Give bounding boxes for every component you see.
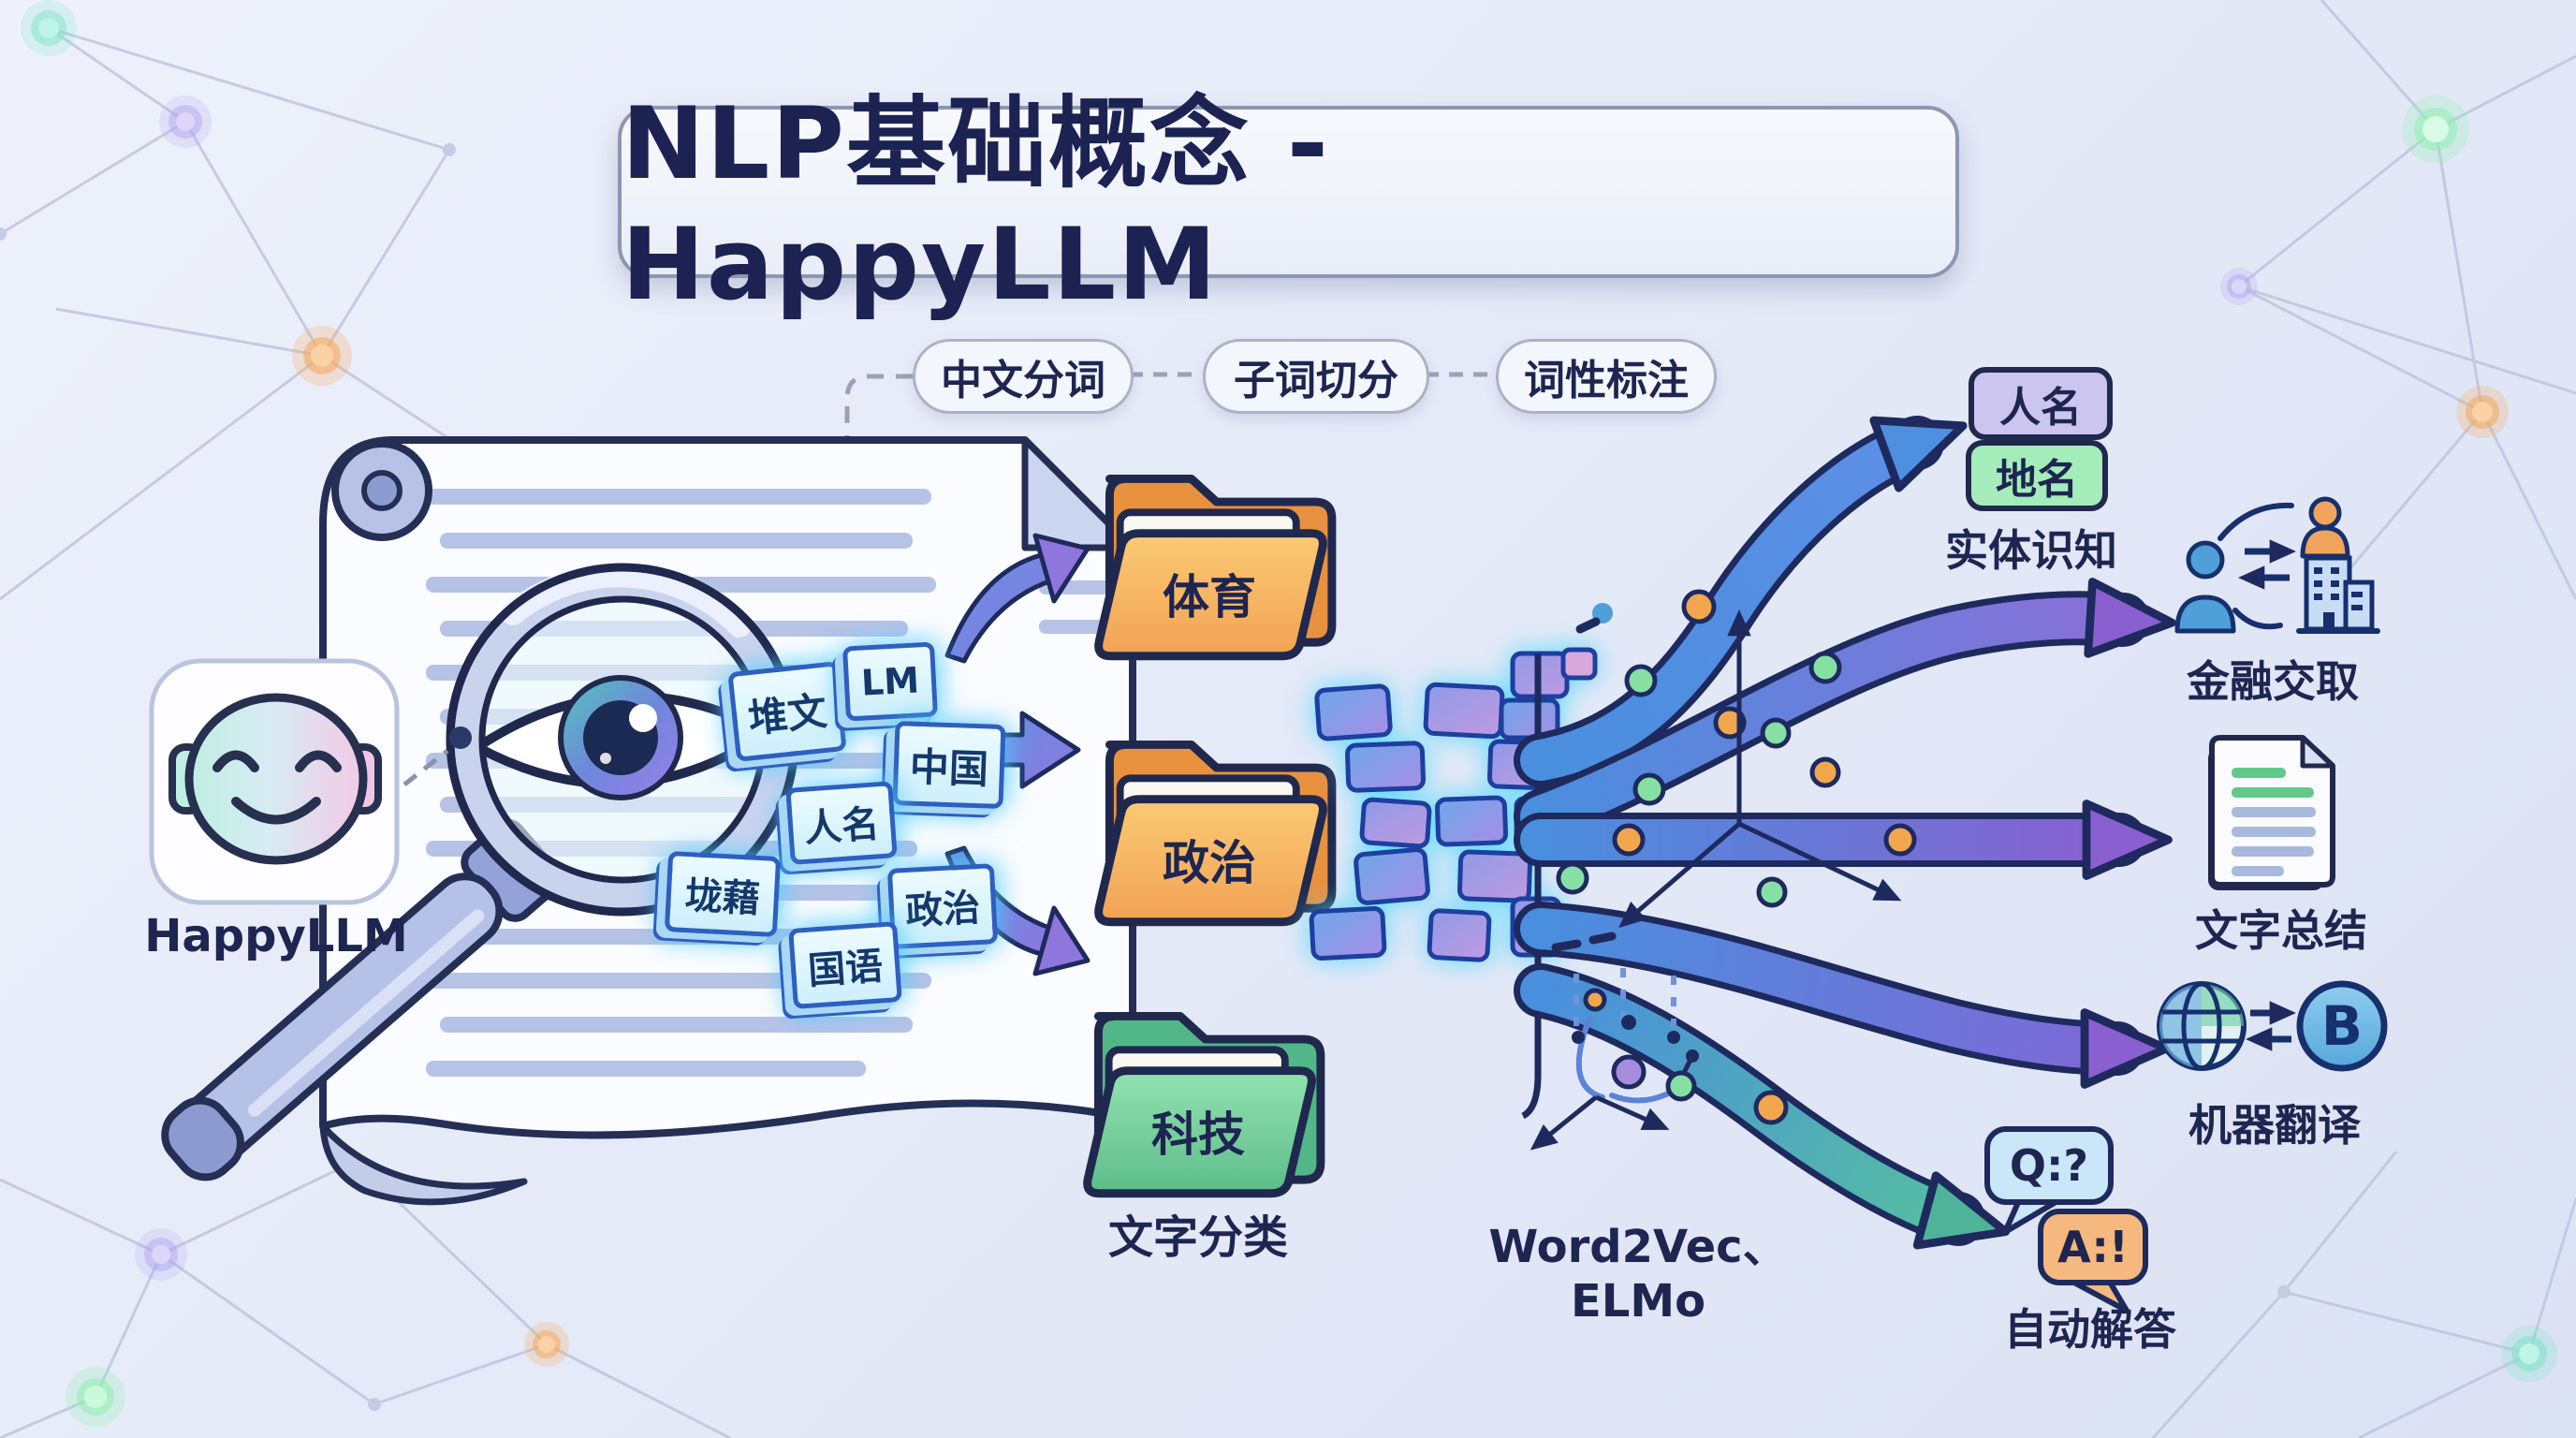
entity-badge-person: 人名 [1969, 367, 2113, 440]
qa-bubbles [1984, 1126, 2148, 1313]
summary-document-icon [2208, 735, 2335, 890]
token-label: LM [859, 659, 921, 704]
translation-icon [2157, 980, 2388, 1072]
segmentation-guide-dashed-line [836, 374, 913, 602]
token-block: 堆文 [727, 661, 847, 762]
badge-label: 人名 [1999, 384, 2082, 432]
token-block: 垅藉 [664, 850, 782, 938]
folder-label-sports: 体育 [1163, 570, 1256, 624]
magnifier-pivot-dot [449, 726, 472, 749]
pipeline-step-label: 子词切分 [1234, 357, 1398, 404]
token-label: 堆文 [745, 687, 829, 741]
ribbon-dots [1556, 589, 1917, 1125]
magnified-eye [473, 675, 772, 800]
entity-recognition-caption: 实体识知 [1945, 525, 2117, 576]
folder-label-tech: 科技 [1151, 1108, 1245, 1162]
person-icon-blue [2174, 540, 2236, 634]
embedding-axis [1618, 609, 1902, 929]
building-icon [2296, 555, 2380, 634]
answer-bubble-text: A:! [2057, 1222, 2129, 1272]
embedding-boundary-bar [1521, 653, 1542, 1120]
magnifier-illustration [161, 563, 799, 1181]
badge-label: 地名 [1996, 456, 2078, 504]
token-label: 中国 [909, 743, 989, 792]
mini-dashes [1551, 617, 1617, 952]
folder-label-politics: 政治 [1163, 836, 1256, 890]
target-language-letter: B [2320, 994, 2364, 1058]
text-classification-caption: 文字分类 [1107, 1211, 1288, 1264]
pipeline-step-subword-segmentation: 子词切分 [1203, 339, 1429, 414]
token-label: 垅藉 [683, 873, 761, 922]
token-label: 人名 [802, 802, 881, 851]
translation-caption: 机器翻译 [2188, 1100, 2361, 1151]
page-title: NLP基础概念 - HappyLLM [622, 85, 1330, 322]
token-block: 人名 [785, 781, 898, 865]
globe-icon [2157, 981, 2247, 1071]
exchange-arrows-icon [2238, 539, 2296, 590]
question-answering-caption: 自动解答 [2004, 1304, 2176, 1355]
information-extraction-caption: 金融交取 [2187, 656, 2359, 707]
token-block: 政治 [886, 863, 999, 949]
classification-arrows [938, 533, 1090, 976]
token-block: 国语 [788, 921, 902, 1009]
token-label: 国语 [806, 945, 885, 993]
entity-badge-place: 地名 [1966, 440, 2108, 511]
token-block: 中国 [892, 720, 1006, 810]
information-extraction-icon [2174, 496, 2380, 634]
happyllm-robot-card [149, 658, 449, 905]
pipeline-step-label: 中文分词 [941, 357, 1105, 404]
target-language-circle [2296, 980, 2388, 1072]
token-block: LM [842, 641, 939, 722]
pipeline-step-chinese-segmentation: 中文分词 [913, 339, 1134, 414]
token-label: 政治 [904, 886, 982, 934]
title-box: NLP基础概念 - HappyLLM [618, 86, 1959, 322]
pipeline-step-label: 词性标注 [1524, 357, 1689, 404]
brand-label: HappyLLM [144, 910, 408, 962]
magnifier-handle [161, 818, 563, 1181]
person-icon-orange [2300, 496, 2350, 559]
vector-scatter-cluster [1530, 968, 1699, 1151]
pipeline-step-pos-tagging: 词性标注 [1496, 339, 1717, 414]
embedding-models-caption: Word2Vec、ELMo [1488, 1221, 1788, 1328]
translate-exchange-arrows [2246, 1001, 2296, 1051]
robot-face-icon [168, 693, 382, 865]
summarization-caption: 文字总结 [2195, 905, 2367, 956]
embedding-blocks [1309, 647, 1598, 962]
question-bubble-text: Q:? [2009, 1140, 2089, 1191]
